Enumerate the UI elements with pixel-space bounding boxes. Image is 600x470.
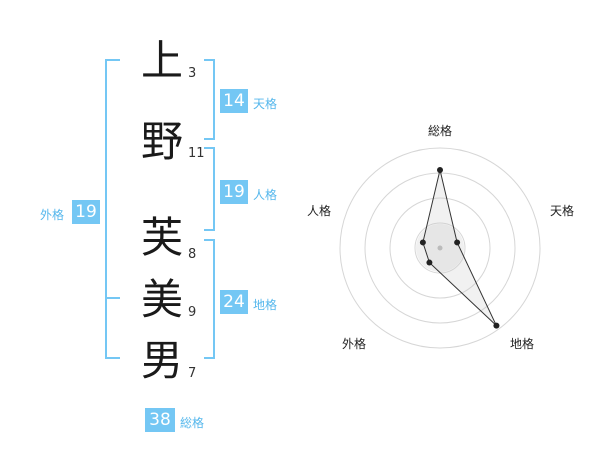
radar-point-4: [426, 259, 433, 266]
stroke-count-1: 3: [188, 66, 197, 81]
name-char-3: 芙: [140, 213, 183, 262]
radar-point-1: [437, 167, 443, 173]
stroke-count-3: 8: [188, 247, 197, 262]
radar-point-5: [419, 239, 426, 246]
jin-kaku-label: 人格: [253, 188, 278, 202]
stroke-count-5: 7: [188, 366, 197, 381]
radar-point-3: [493, 322, 500, 329]
radar-axis-label-jin: 人格: [307, 204, 332, 218]
ten-kaku-value: 14: [220, 89, 248, 113]
sou-kaku-label: 総格: [180, 416, 205, 430]
radar-axis-label-gai: 外格: [342, 337, 367, 351]
chi-kaku-value: 24: [220, 290, 248, 314]
ten-kaku-label: 天格: [253, 97, 278, 111]
radar-ring: [389, 197, 491, 299]
sou-kaku-value: 38: [145, 408, 175, 432]
name-char-1: 上: [140, 36, 183, 85]
radar-polygon: [422, 169, 497, 327]
gai-kaku-value: 19: [72, 200, 100, 224]
radar-axis-label-ten: 天格: [550, 204, 575, 218]
gai-kaku-label: 外格: [40, 208, 65, 222]
name-char-4: 美: [140, 275, 183, 324]
radar-point-2: [454, 239, 461, 246]
jin-kaku-value: 19: [220, 180, 248, 204]
stroke-count-2: 11: [188, 146, 205, 161]
stroke-count-4: 9: [188, 305, 197, 320]
radar-center-dot: [437, 245, 443, 251]
name-char-2: 野: [140, 117, 183, 166]
name-char-5: 男: [140, 336, 183, 385]
radar-axis-label-sou: 総格: [428, 124, 453, 138]
radar-axis-label-chi: 地格: [510, 337, 535, 351]
chi-kaku-label: 地格: [253, 298, 278, 312]
radar-ring: [339, 147, 541, 349]
